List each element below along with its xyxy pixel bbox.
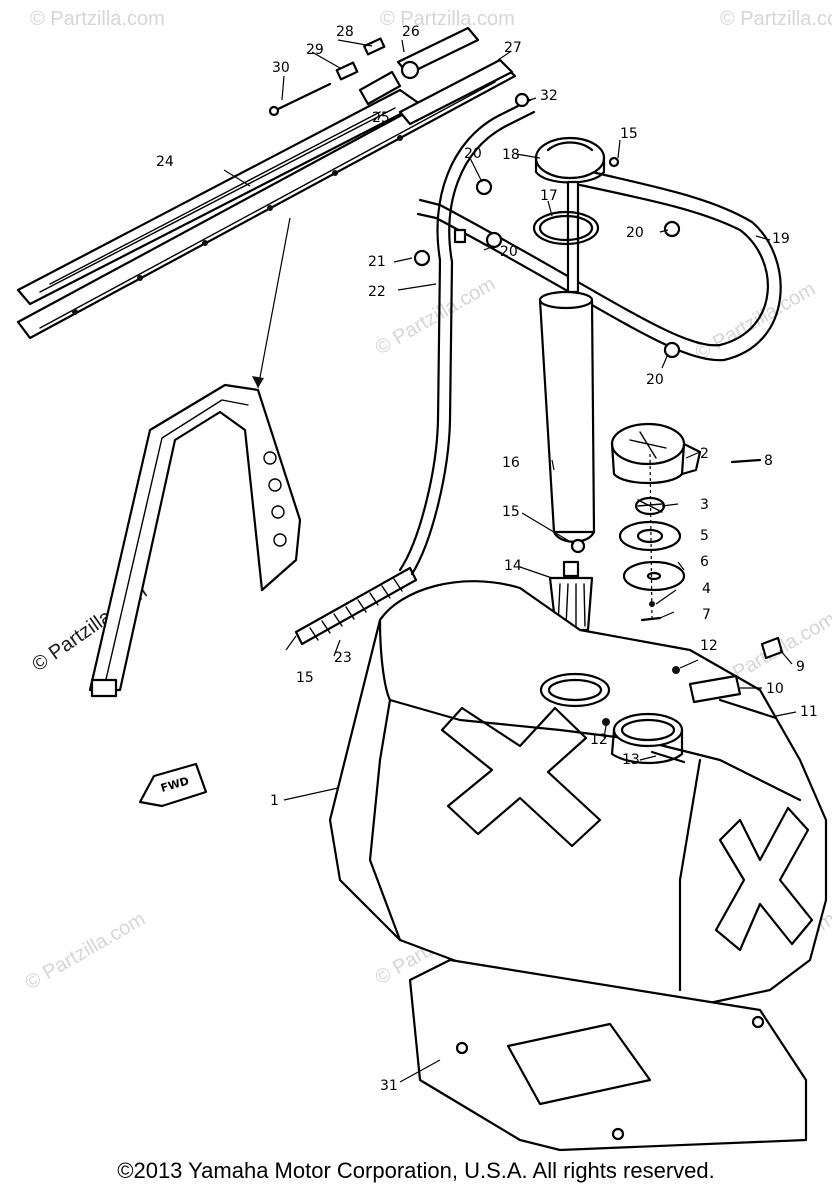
strap-25 [16,60,517,340]
label-part-21: 21 [368,254,386,270]
label-part-13: 13 [622,752,640,768]
label-part-20d: 20 [646,372,664,388]
watermark: © Partzilla.com [720,8,832,30]
label-part-8: 8 [764,453,773,469]
hose-19 [418,183,769,347]
label-part-18: 18 [502,147,520,163]
label-part-2: 2 [700,446,709,462]
label-part-20b: 20 [626,225,644,241]
plate-5 [618,520,682,552]
label-part-25: 25 [372,110,390,126]
label-part-16: 16 [502,455,520,471]
label-part-10: 10 [766,681,784,697]
label-part-17: 17 [540,188,558,204]
watermark: © Partzilla.com [22,908,150,994]
label-part-5: 5 [700,528,709,544]
spring-23 [294,566,418,646]
pickup-16 [538,298,596,534]
watermark: © Partzilla.com [380,8,515,30]
label-part-1: 1 [270,793,279,809]
label-part-30: 30 [272,60,290,76]
base-plate-31 [408,958,808,1152]
label-part-12a: 12 [700,638,718,654]
label-part-11: 11 [800,704,818,720]
watermark: © Partzilla.com [692,278,820,364]
fuel-pickup [532,136,606,632]
label-part-27: 27 [504,40,522,56]
label-part-24: 24 [156,154,174,170]
bracket-27 [398,58,514,126]
filler-cap [610,422,762,622]
assembly-arrow [257,217,291,389]
bolt-30 [274,82,332,112]
part-10 [688,674,742,704]
leader-lines [223,39,797,1083]
spacer-28 [363,37,386,56]
label-part-12b: 12 [590,732,608,748]
o-ring-17 [532,210,600,246]
label-part-15b: 15 [502,504,520,520]
label-part-4: 4 [702,581,711,597]
label-part-14: 14 [504,558,522,574]
label-part-6: 6 [700,554,709,570]
emboss-x-left [440,706,602,848]
label-part-26: 26 [402,24,420,40]
label-part-29: 29 [306,42,324,58]
hose-22 [398,258,442,572]
label-part-7: 7 [702,607,711,623]
label-part-15a: 15 [620,126,638,142]
label-part-22: 22 [368,284,386,300]
label-part-20a: 20 [464,146,482,162]
part-12b [602,718,610,726]
copyright-notice: ©2013 Yamaha Motor Corporation, U.S.A. A… [117,1158,715,1183]
fuel-tank [328,580,828,1012]
fwd-arrow: FWD [138,762,208,808]
hose-22-upper [436,98,532,262]
label-part-20c: 20 [500,244,518,260]
part-11 [718,698,778,720]
label-part-28: 28 [336,24,354,40]
label-part-31: 31 [380,1078,398,1094]
watermark: © Partzilla.com [372,273,500,359]
tank-strap [88,383,302,698]
label-part-3: 3 [700,497,709,513]
clamps [413,92,681,359]
label-part-15c: 15 [296,670,314,686]
label-part-32: 32 [540,88,558,104]
collar-29 [335,61,359,81]
emboss-x-right [714,806,814,952]
part-12a [672,666,680,674]
label-part-9: 9 [796,659,805,675]
part-label-layer: 1 2 3 4 5 6 7 8 9 10 11 12 12 13 14 15 1… [156,24,818,1094]
part-13 [650,750,686,764]
label-part-19: 19 [772,231,790,247]
strap-assembly [16,26,517,340]
label-part-23: 23 [334,650,352,666]
watermark: © Partzilla.com [30,8,165,30]
part-7 [640,616,662,622]
gasket-6 [622,560,686,592]
